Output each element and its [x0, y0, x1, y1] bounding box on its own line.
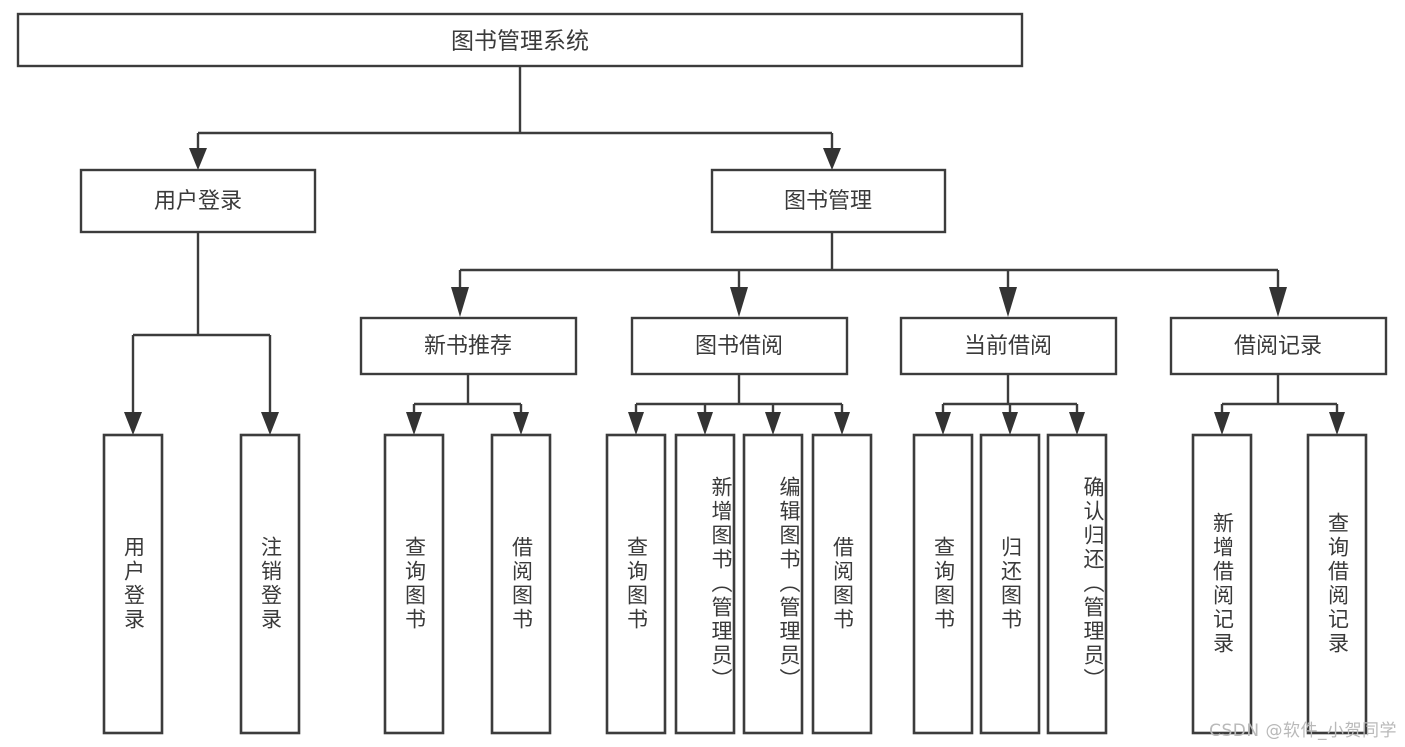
leaf-return-book-box[interactable] — [979, 433, 1041, 735]
arrow-to-book-borrow — [730, 287, 748, 317]
arrow-to-leaf-borrow-book-2 — [834, 412, 850, 435]
borrow-record-box[interactable] — [1169, 316, 1388, 376]
node-book-borrow[interactable]: 图书借阅 — [630, 316, 849, 376]
leaf-borrow-book-2-box[interactable] — [811, 433, 873, 735]
arrow-to-leaf-query-book-3 — [935, 412, 951, 435]
leaf-logout-box[interactable] — [239, 433, 301, 735]
leaf-query-record-box[interactable] — [1306, 433, 1368, 735]
borrow-record-label: 借阅记录 — [1234, 334, 1322, 359]
node-book-manage[interactable]: 图书管理 — [710, 168, 947, 234]
book-borrow-label: 图书借阅 — [695, 334, 783, 359]
current-borrow-label: 当前借阅 — [964, 334, 1052, 359]
arrow-to-leaf-query-book-2 — [628, 412, 644, 435]
arrow-to-current-borrow — [999, 287, 1017, 317]
node-root[interactable]: 图书管理系统 — [16, 12, 1024, 68]
arrow-to-leaf-add-book — [697, 412, 713, 435]
arrow-to-borrow-record — [1269, 287, 1287, 317]
new-book-recommend-box[interactable] — [359, 316, 578, 376]
arrow-to-leaf-user-login — [124, 412, 142, 435]
leaf-add-record-box[interactable] — [1191, 433, 1253, 735]
leaf-add-book-box[interactable] — [674, 433, 736, 735]
user-login-box[interactable] — [79, 168, 317, 234]
arrow-to-leaf-confirm-return — [1069, 412, 1085, 435]
arrow-to-leaf-add-record — [1214, 412, 1230, 435]
arrow-to-book-manage — [823, 148, 841, 170]
leaf-confirm-return-box[interactable] — [1046, 433, 1108, 735]
arrow-to-leaf-query-book-1 — [406, 412, 422, 435]
leaf-query-book-2-box[interactable] — [605, 433, 667, 735]
arrow-to-leaf-return-book — [1002, 412, 1018, 435]
book-borrow-box[interactable] — [630, 316, 849, 376]
node-user-login[interactable]: 用户登录 — [79, 168, 317, 234]
arrow-to-leaf-logout — [261, 412, 279, 435]
arrow-to-user-login — [189, 148, 207, 170]
csdn-watermark: CSDN @软件_小贺同学 — [1209, 721, 1397, 741]
current-borrow-box[interactable] — [899, 316, 1118, 376]
leaf-edit-book-box[interactable] — [742, 433, 804, 735]
node-new-book-recommend[interactable]: 新书推荐 — [359, 316, 578, 376]
leaf-user-login-box[interactable] — [102, 433, 164, 735]
new-book-recommend-label: 新书推荐 — [424, 334, 512, 359]
leaf-borrow-book-1-box[interactable] — [490, 433, 552, 735]
book-manage-label: 图书管理 — [784, 189, 872, 214]
arrow-to-new-book-recommend — [451, 287, 469, 317]
node-borrow-record[interactable]: 借阅记录 — [1169, 316, 1388, 376]
book-manage-box[interactable] — [710, 168, 947, 234]
root-label: 图书管理系统 — [451, 29, 589, 55]
leaf-query-book-3-box[interactable] — [912, 433, 974, 735]
arrow-to-leaf-edit-book — [765, 412, 781, 435]
root-box[interactable] — [16, 12, 1024, 68]
leaf-box-group — [102, 433, 1368, 735]
node-current-borrow[interactable]: 当前借阅 — [899, 316, 1118, 376]
arrow-to-leaf-borrow-book-1 — [513, 412, 529, 435]
leaf-query-book-1-box[interactable] — [383, 433, 445, 735]
connector-group — [124, 66, 1345, 435]
user-login-label: 用户登录 — [154, 189, 242, 214]
arrow-to-leaf-query-record — [1329, 412, 1345, 435]
